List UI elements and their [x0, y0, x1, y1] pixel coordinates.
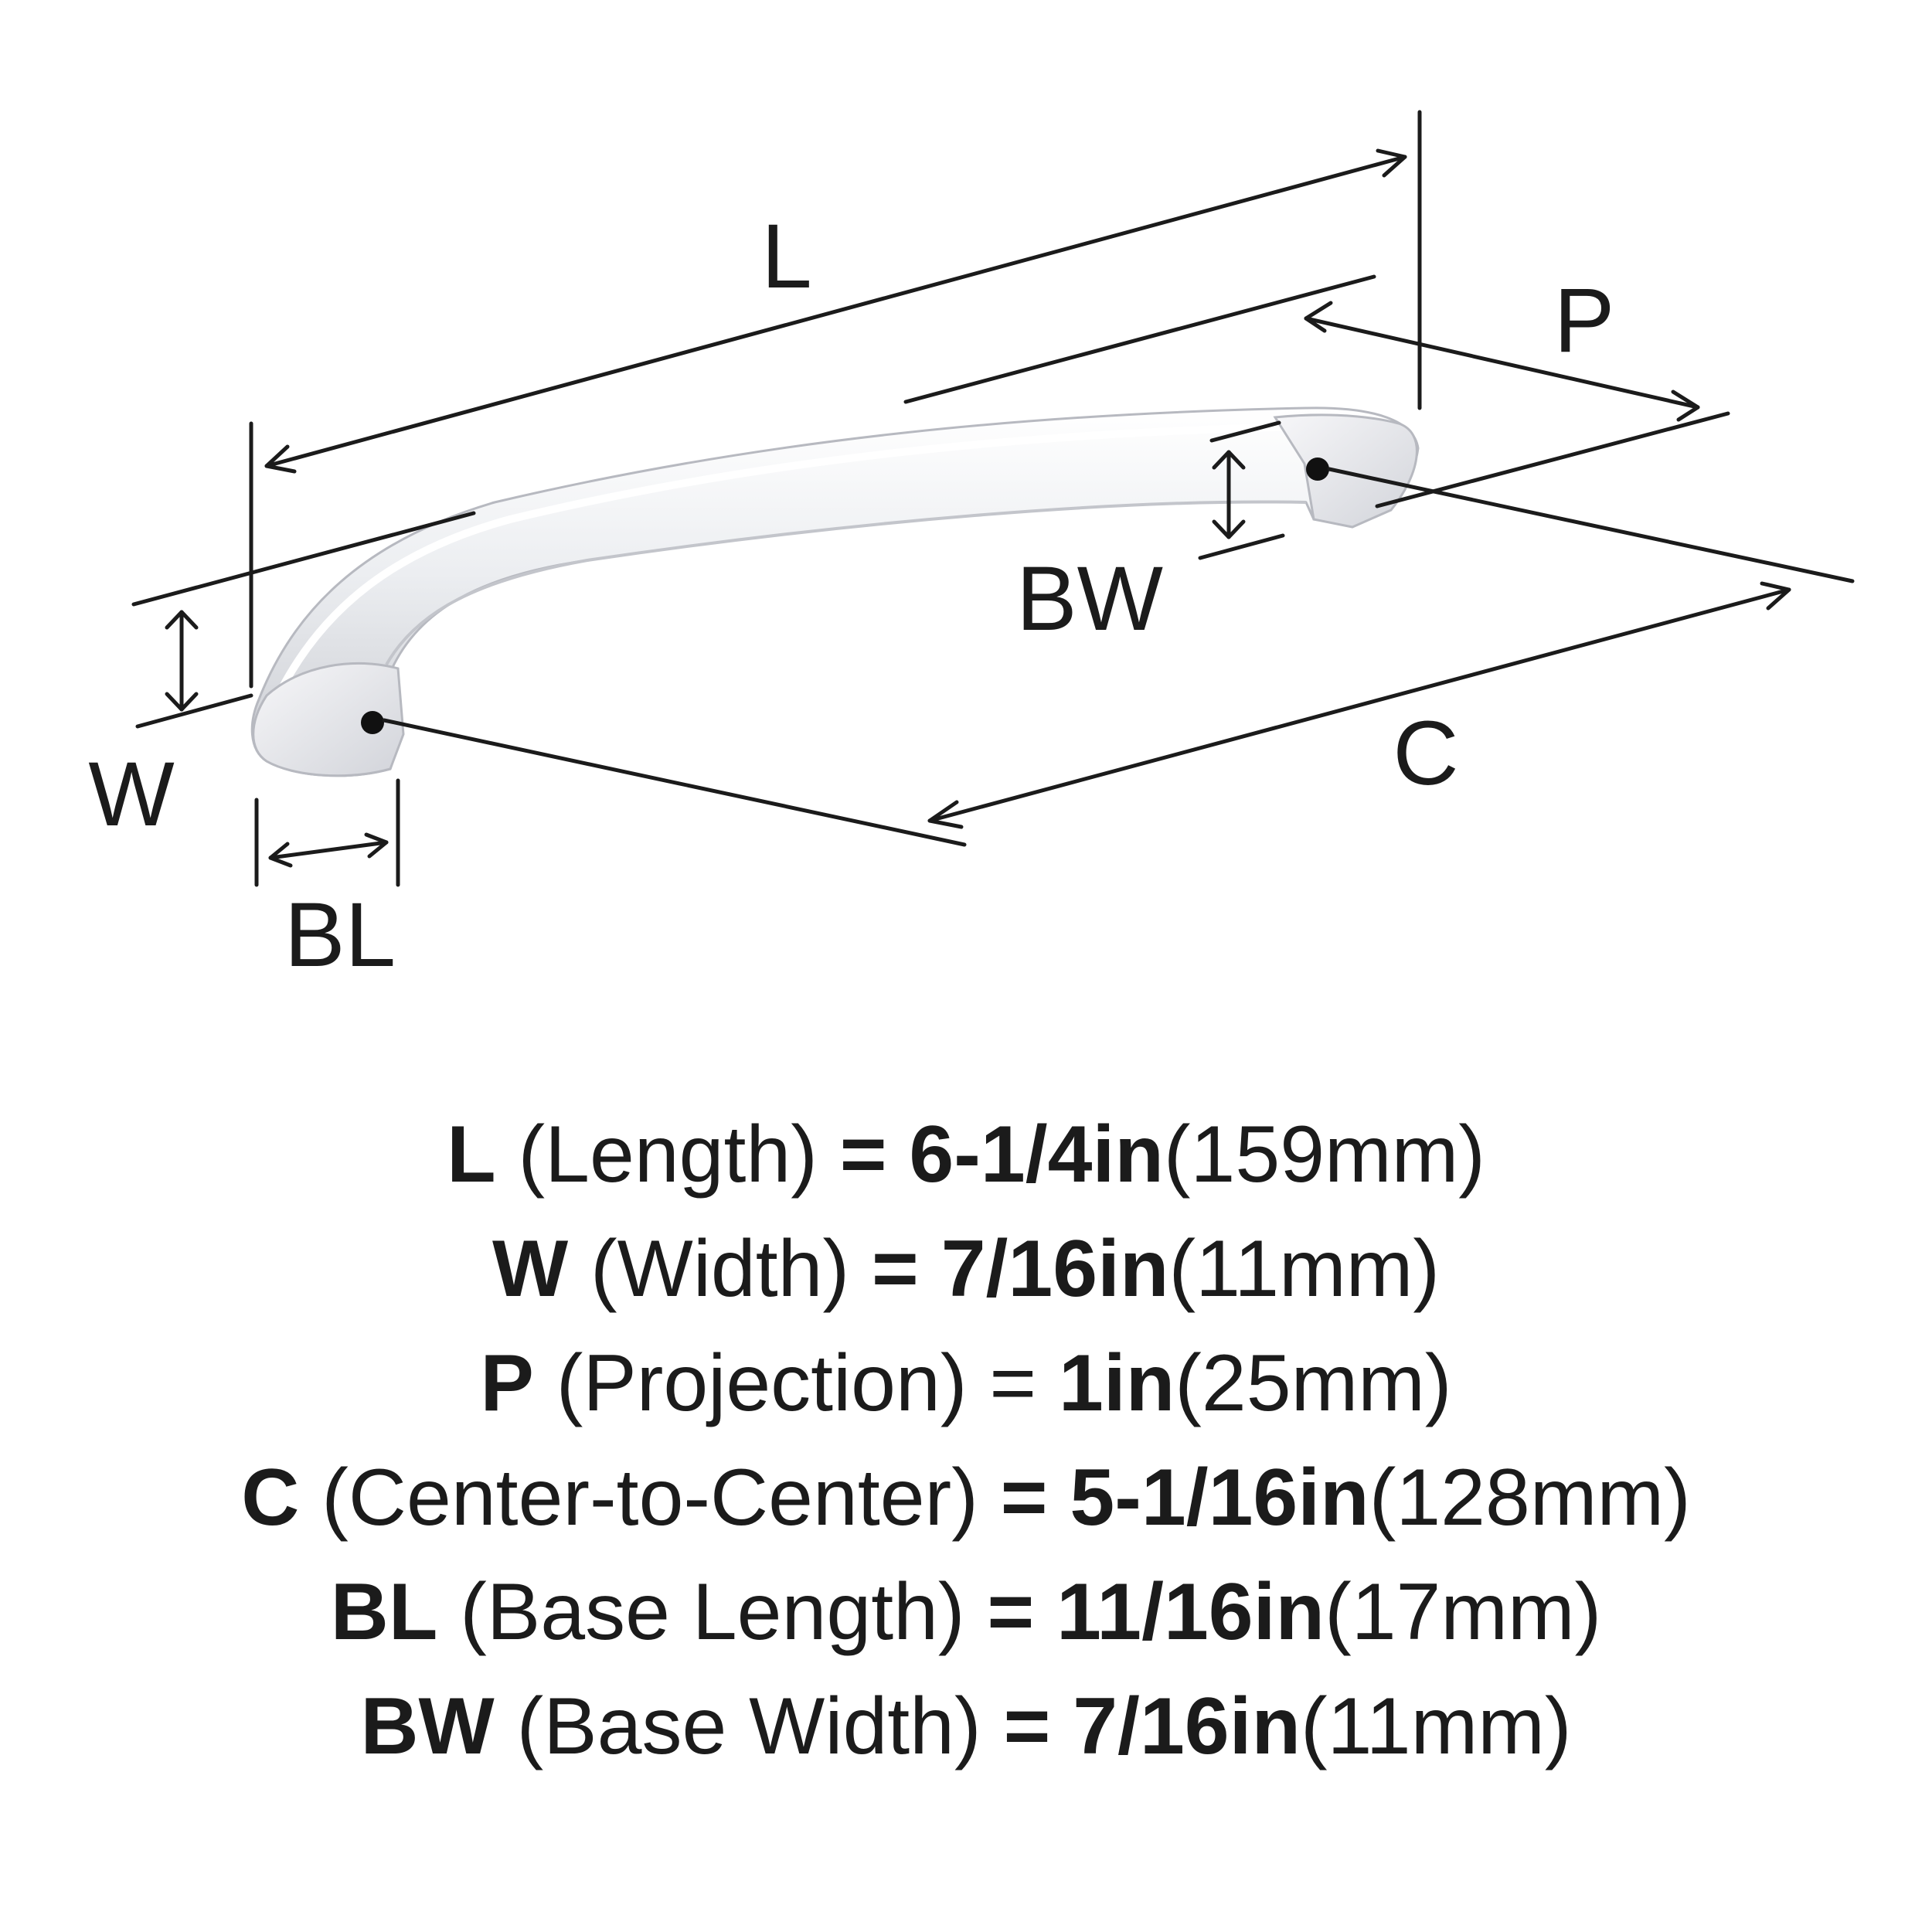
spec-imperial: 6-1/4in [909, 1110, 1164, 1199]
spec-name: (Center-to-Center) [321, 1453, 978, 1543]
handle-inner-edge [385, 500, 1307, 665]
spec-code: P [480, 1338, 534, 1428]
base-width-label: BW [1016, 548, 1163, 650]
spec-code: W [492, 1224, 569, 1314]
dimension-diagram: L P W BW C [88, 110, 1855, 986]
spec-imperial: 7/16in [1073, 1682, 1301, 1771]
center-to-center-dimension: C [382, 467, 1855, 847]
spec-imperial: 11/16in [1056, 1567, 1325, 1657]
spec-row-base-length: BL (Base Length) = 11/16in(17mm) [0, 1555, 1932, 1669]
width-dimension: W [88, 511, 476, 845]
base-length-label: BL [284, 884, 396, 986]
left-mounting-hole [361, 711, 384, 734]
spec-name: (Base Width) [516, 1682, 981, 1771]
spec-imperial: 5-1/16in [1070, 1453, 1369, 1543]
spec-name: (Width) [590, 1224, 850, 1314]
spec-metric: (11mm) [1168, 1224, 1440, 1314]
spec-equals: = [1003, 1682, 1051, 1771]
spec-name: (Base Length) [460, 1567, 965, 1657]
spec-imperial: 1in [1059, 1338, 1175, 1428]
spec-metric: (25mm) [1175, 1338, 1452, 1428]
spec-row-projection: P (Projection) = 1in(25mm) [0, 1326, 1932, 1440]
spec-row-width: W (Width) = 7/16in(11mm) [0, 1212, 1932, 1326]
spec-code: BW [360, 1682, 495, 1771]
spec-equals: = [872, 1224, 919, 1314]
spec-code: C [241, 1453, 300, 1543]
width-label: W [88, 743, 174, 845]
spec-metric: (17mm) [1325, 1567, 1602, 1657]
spec-row-base-width: BW (Base Width) = 7/16in(11mm) [0, 1669, 1932, 1784]
left-foot [252, 662, 405, 777]
length-label: L [761, 206, 812, 308]
projection-label: P [1554, 270, 1615, 372]
specification-list: L (Length) = 6-1/4in(159mm) W (Width) = … [0, 1097, 1932, 1784]
base-width-dimension: BW [1016, 420, 1285, 650]
base-length-dimension: BL [254, 778, 400, 986]
spec-name: (Length) [518, 1110, 818, 1199]
spec-name: (Projection) [556, 1338, 968, 1428]
spec-imperial: 7/16in [940, 1224, 1169, 1314]
length-dimension: L [249, 110, 1422, 689]
spec-code: BL [330, 1567, 438, 1657]
spec-equals: = [989, 1338, 1037, 1428]
spec-equals: = [987, 1567, 1035, 1657]
spec-row-length: L (Length) = 6-1/4in(159mm) [0, 1097, 1932, 1212]
spec-metric: (159mm) [1163, 1110, 1485, 1199]
spec-metric: (128mm) [1369, 1453, 1691, 1543]
center-to-center-label: C [1393, 702, 1458, 804]
spec-equals: = [839, 1110, 887, 1199]
cabinet-pull-handle [250, 406, 1420, 777]
spec-equals: = [1000, 1453, 1048, 1543]
spec-metric: (11mm) [1301, 1682, 1572, 1771]
spec-row-center-to-center: C (Center-to-Center) = 5-1/16in(128mm) [0, 1440, 1932, 1555]
handle-highlight [274, 423, 1302, 699]
spec-code: L [447, 1110, 496, 1199]
right-mounting-hole [1306, 457, 1329, 481]
